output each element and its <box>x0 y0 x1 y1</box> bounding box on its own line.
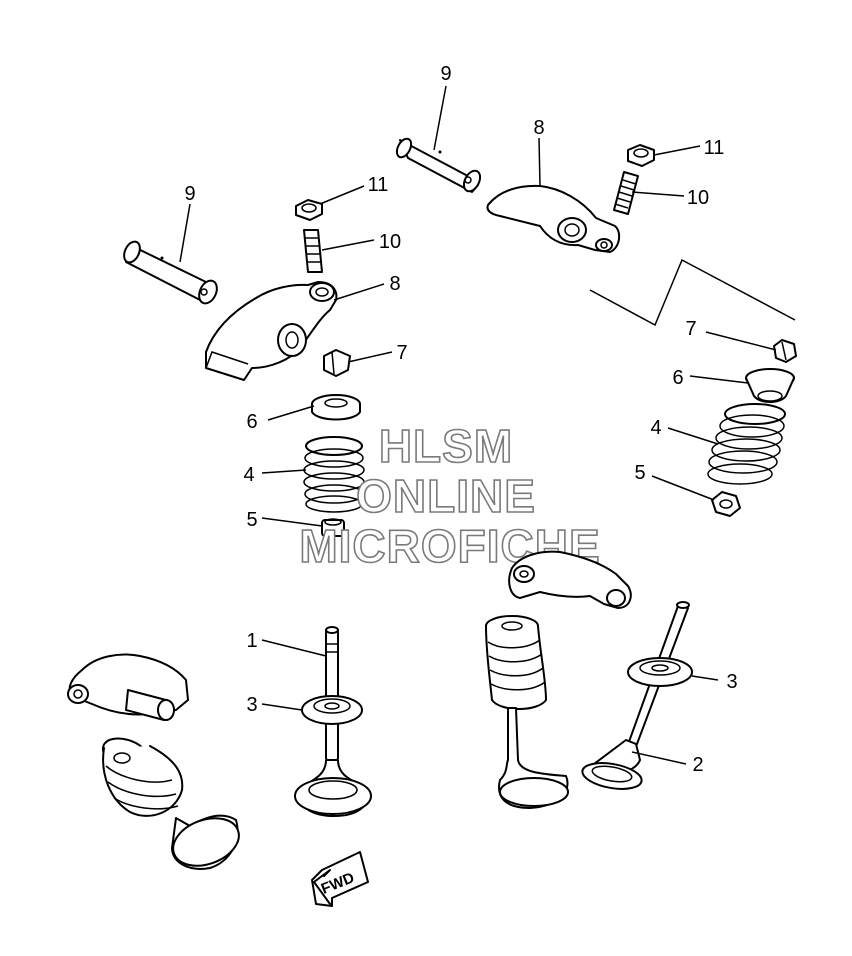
leader-lines <box>179 85 777 765</box>
valve-assembly-center <box>485 615 569 809</box>
rocker-shaft-right <box>395 137 482 193</box>
valve-spring-right <box>707 403 786 485</box>
callout-8-left: 8 <box>389 273 400 295</box>
forward-direction-arrow: FWD <box>311 851 369 907</box>
locknut-left <box>295 199 323 221</box>
callout-5-left: 5 <box>246 509 257 531</box>
callout-10-left: 10 <box>379 231 401 253</box>
valve-stem-seal-right <box>711 491 741 517</box>
callout-4-right: 4 <box>650 417 661 439</box>
locknut-right <box>627 144 655 167</box>
cotter-left <box>323 349 351 377</box>
callout-10-upper: 10 <box>687 187 709 209</box>
callout-2: 2 <box>692 754 703 776</box>
callout-7-left: 7 <box>396 342 407 364</box>
watermark-line1: HLSM <box>379 420 513 472</box>
callout-5-right: 5 <box>634 462 645 484</box>
washer-right <box>627 657 693 687</box>
valve-assembly-left <box>101 737 240 870</box>
installed-rocker-center <box>508 550 632 609</box>
rocker-arm-left <box>205 281 338 381</box>
callout-7-right: 7 <box>685 318 696 340</box>
spring-retainer-left <box>311 394 361 421</box>
callout-11-upper: 11 <box>704 137 725 159</box>
callout-6-right: 6 <box>672 367 683 389</box>
callout-3-left: 3 <box>246 694 257 716</box>
callout-8-upper: 8 <box>533 117 544 139</box>
callout-3-right: 3 <box>726 671 737 693</box>
valve-stem-seal-left <box>321 518 345 537</box>
rocker-arm-right <box>486 184 621 253</box>
rocker-shaft-left <box>123 240 218 305</box>
exhaust-valve <box>581 601 690 790</box>
valve-spring-left <box>303 436 365 513</box>
callout-11-left: 11 <box>368 174 389 196</box>
washer-left <box>301 695 363 725</box>
watermark: HLSM ONLINE MICROFICHE <box>299 419 601 573</box>
callout-9-upper: 9 <box>440 63 451 85</box>
spring-retainer-right <box>745 368 795 403</box>
installed-rocker-left <box>67 653 189 721</box>
callout-9-left: 9 <box>184 183 195 205</box>
adjuster-screw-left <box>303 229 323 273</box>
cotter-right <box>773 339 797 363</box>
callout-1: 1 <box>246 630 257 652</box>
callout-6-left: 6 <box>246 411 257 433</box>
callout-4-left: 4 <box>243 464 254 486</box>
assembly-bracket-line <box>589 258 796 327</box>
callout-labels: 9 8 11 10 9 11 10 8 7 6 4 5 7 6 4 5 1 3 … <box>184 63 737 776</box>
adjuster-screw-right <box>613 171 639 215</box>
watermark-line2: ONLINE <box>356 470 536 522</box>
